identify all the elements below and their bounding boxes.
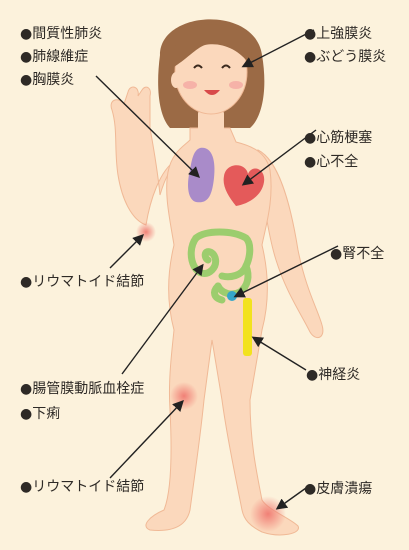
label-rheumatoid-nodule-knee: ●リウマトイド結節 xyxy=(20,479,145,495)
label-heart-failure: ●心不全 xyxy=(304,154,359,170)
arrow-eye xyxy=(241,29,315,68)
intestine xyxy=(187,228,254,304)
right-eye xyxy=(221,64,231,69)
label-myocardial-infarction: ●心筋梗塞 xyxy=(304,130,373,146)
arrow-elbow xyxy=(109,234,144,269)
label-pulmonary-fibrosis: ●肺線維症 xyxy=(20,49,89,65)
left-cheek xyxy=(183,81,197,89)
nerve-marker xyxy=(243,298,252,356)
knee-inflammation xyxy=(170,382,198,410)
left-eye xyxy=(193,64,203,69)
kidney-marker xyxy=(227,291,237,301)
neck xyxy=(198,108,224,138)
arrow-intestine xyxy=(121,263,204,375)
torso xyxy=(145,127,299,536)
label-rheumatoid-nodule-elbow: ●リウマトイド結節 xyxy=(20,274,145,290)
label-renal-failure: ●腎不全 xyxy=(330,246,385,262)
arrow-nerve xyxy=(251,336,307,371)
mouth xyxy=(204,90,220,95)
arrow-heart xyxy=(241,129,317,186)
label-pleuritis: ●胸膜炎 xyxy=(20,72,75,88)
arrow-lung xyxy=(95,75,200,178)
label-diarrhea: ●下痢 xyxy=(20,406,61,422)
arrow-knee xyxy=(109,399,184,479)
hair-fringe xyxy=(172,24,252,68)
ankle-inflammation xyxy=(250,496,286,532)
label-neuritis: ●神経炎 xyxy=(306,367,361,383)
right-cheek xyxy=(229,81,243,89)
arrow-ankle xyxy=(275,487,307,510)
label-uveitis: ●ぶどう膜炎 xyxy=(304,49,387,65)
label-scleritis: ●上強膜炎 xyxy=(304,26,373,42)
raised-arm xyxy=(110,86,182,226)
lung xyxy=(188,147,215,203)
hanging-arm xyxy=(257,149,324,339)
label-skin-ulcer: ●皮膚潰瘍 xyxy=(304,481,373,497)
label-interstitial-pneumonia: ●間質性肺炎 xyxy=(20,26,103,42)
arrow-kidney xyxy=(233,245,339,298)
ear xyxy=(171,72,181,88)
label-mesenteric-thrombosis: ●腸管膜動脈血栓症 xyxy=(20,381,145,397)
